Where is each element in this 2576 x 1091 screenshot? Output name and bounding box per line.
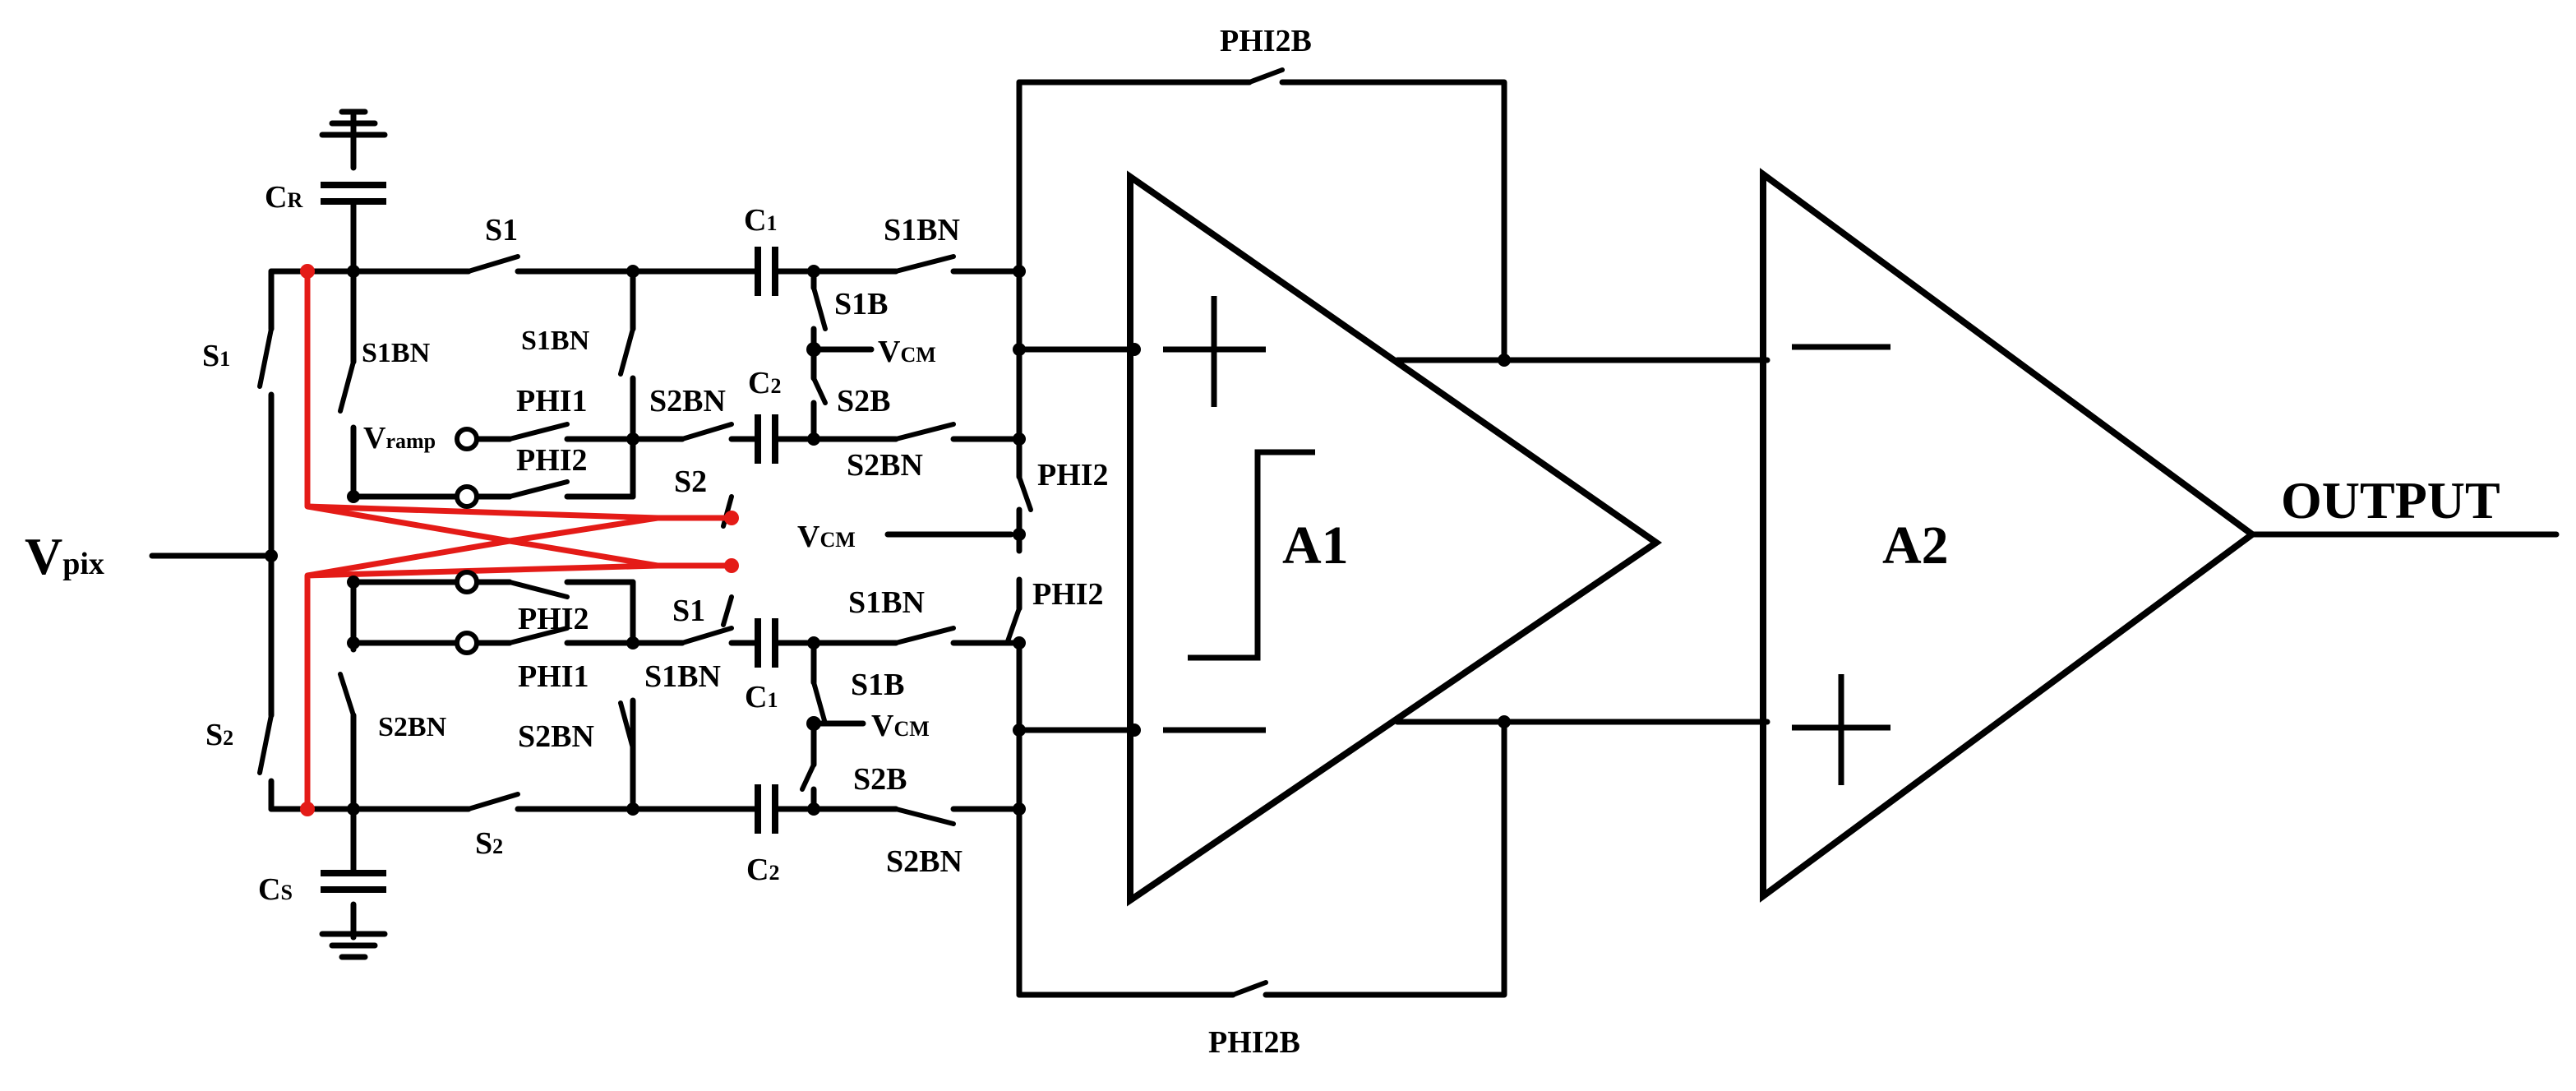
amplifier-a2: [1760, 168, 2258, 903]
vramp-label: Vramp: [363, 421, 436, 455]
amplifier-a1: [1127, 170, 1663, 907]
s2bn-mid-label: S2BN: [518, 719, 594, 754]
terminals: [455, 427, 479, 655]
c1-top-label: C1: [744, 203, 777, 238]
phi2-lower-label: PHI2: [518, 602, 589, 636]
cs-label: CS: [258, 872, 293, 907]
capacitor-cr: [321, 182, 386, 205]
s2bn-right-top-label: S2BN: [847, 448, 923, 483]
output-label: OUTPUT: [2281, 471, 2500, 529]
c2-bottom-label: C2: [746, 853, 779, 887]
s1-left-label: S1: [202, 339, 230, 373]
phi2b-bottom-label: PHI2B: [1208, 1025, 1300, 1060]
phi1-lower-label: PHI1: [518, 659, 589, 694]
s2b-bottom-label: S2B: [853, 762, 907, 797]
ground-symbol-bottom: [319, 931, 388, 960]
s1bn-right-bottom-label: S1BN: [848, 585, 925, 620]
phi1-top-label: PHI1: [516, 384, 588, 418]
s2bn-upper-label: S2BN: [649, 384, 726, 418]
s1bn-left-label: S1BN: [362, 338, 431, 368]
capacitor-c2-bottom: [755, 784, 778, 834]
phi2-top-label: PHI2: [516, 443, 588, 478]
s2bn-right-bottom-label: S2BN: [886, 844, 963, 879]
s1-mid-label: S1: [672, 594, 705, 628]
capacitor-c1-top: [755, 247, 778, 296]
s1b-top-label: S1B: [834, 287, 888, 321]
capacitor-c1-bottom: [755, 618, 778, 668]
capacitor-c2-top: [755, 414, 778, 464]
phi2-right-top-label: PHI2: [1037, 458, 1109, 492]
s1bn-mid-label: S1BN: [521, 326, 590, 356]
c2-top-label: C2: [748, 366, 781, 400]
s1bn-right-top-label: S1BN: [884, 213, 960, 247]
c1-bottom-label: C1: [745, 680, 778, 714]
s1bn-lower-label: S1BN: [644, 659, 721, 694]
vpix-label: Vpix: [25, 527, 104, 585]
s1b-bottom-label: S1B: [851, 668, 904, 702]
vcm-top-label: VCM: [878, 335, 936, 369]
s2-bottom-label: S2: [475, 826, 503, 861]
capacitor-cs: [321, 870, 386, 893]
cr-label: CR: [265, 180, 302, 215]
s2-left-label: S2: [205, 718, 233, 752]
s1-top-label: S1: [485, 213, 518, 247]
s2bn-left-label: S2BN: [378, 712, 447, 742]
s2-mid-label: S2: [674, 465, 707, 499]
phi2b-top-label: PHI2B: [1220, 24, 1312, 58]
highlight-crossover-path: [304, 271, 732, 809]
vcm-mid-label: VCM: [797, 520, 856, 554]
phi2-right-bottom-label: PHI2: [1032, 577, 1104, 612]
s2b-top-label: S2B: [837, 384, 890, 418]
a2-label: A2: [1882, 515, 1949, 576]
a1-label: A1: [1282, 515, 1349, 576]
vcm-bottom-label: VCM: [871, 709, 930, 743]
ground-symbol-top: [319, 109, 388, 138]
labels: Vpix OUTPUT A1 A2 CR CS C1 C2 C1 C2 PHI2…: [25, 24, 2500, 1060]
junction-dots: [265, 264, 1511, 816]
switches: [257, 67, 1285, 997]
